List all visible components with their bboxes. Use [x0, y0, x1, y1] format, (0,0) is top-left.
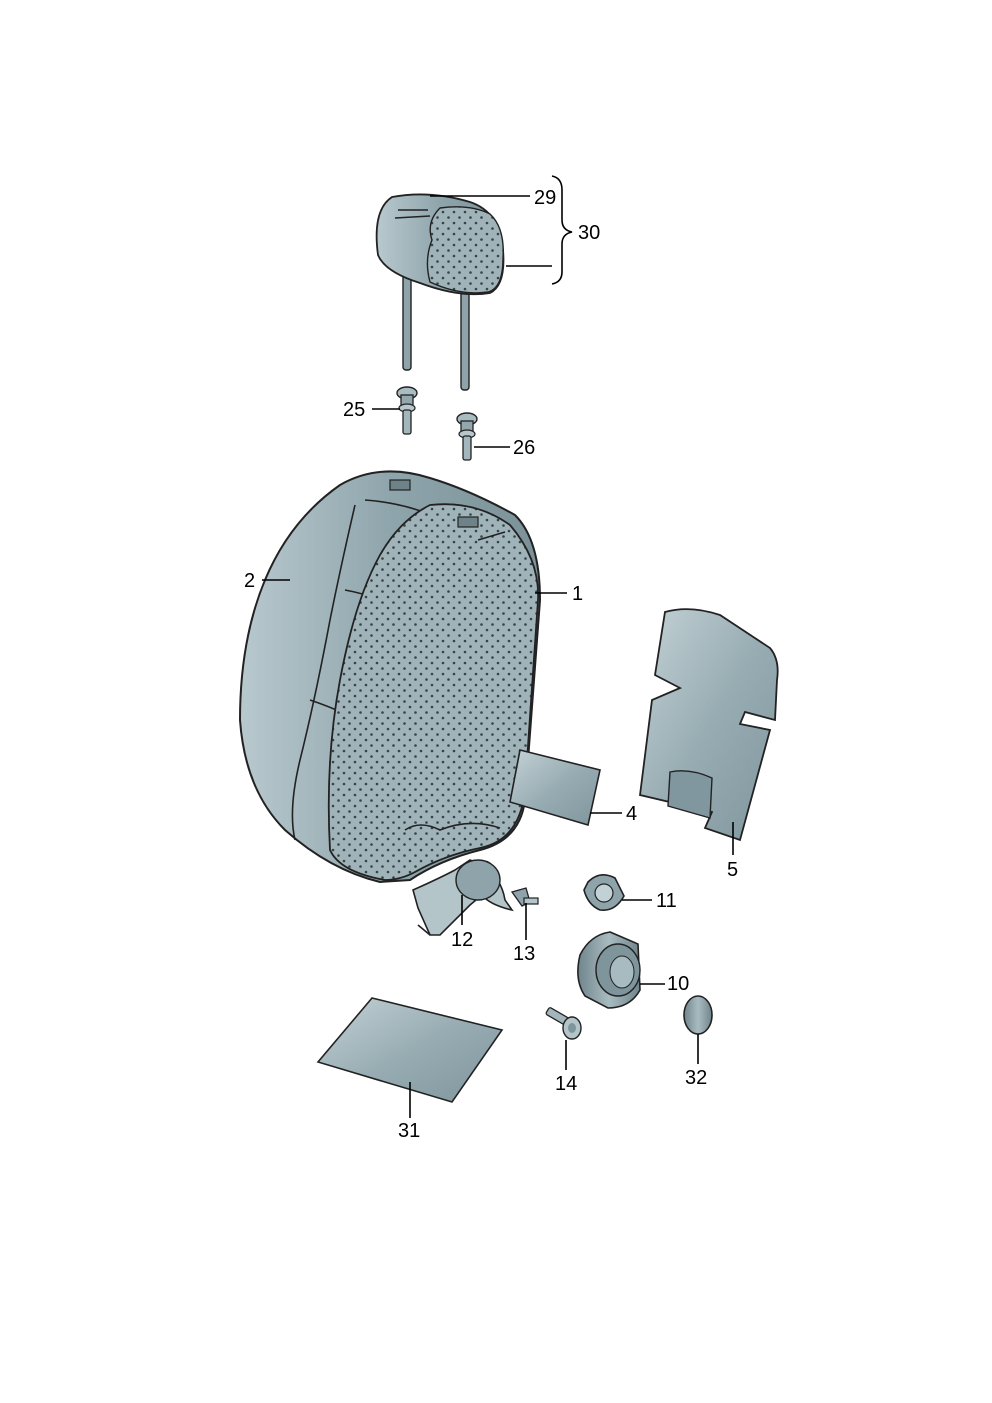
callout-1: 1	[572, 583, 583, 605]
backrest-guide-opening-left	[389, 479, 411, 491]
callout-14: 14	[555, 1073, 577, 1095]
callout-31: 31	[398, 1120, 420, 1142]
bolt-14	[545, 1007, 582, 1040]
callout-labels: 29 30 25 26 2 1 4 5 11 12 13 10 14 32 31	[244, 187, 738, 1142]
callout-2: 2	[244, 570, 255, 592]
leader-lines	[262, 175, 734, 1118]
callout-29: 29	[534, 187, 556, 209]
callout-32: 32	[685, 1067, 707, 1089]
guide-sleeve-26	[456, 412, 478, 461]
rear-panel-5	[639, 608, 779, 842]
callout-12: 12	[451, 929, 473, 951]
callout-4: 4	[626, 803, 637, 825]
sheet-31	[316, 997, 504, 1103]
guide-sleeve-25	[396, 386, 418, 435]
headrest	[375, 193, 505, 391]
headrest-cover	[426, 206, 504, 294]
callout-5: 5	[727, 859, 738, 881]
callout-11: 11	[656, 890, 677, 912]
headrest-rod-right	[460, 289, 470, 391]
backrest	[238, 470, 542, 884]
knob-10	[577, 931, 641, 1009]
clip-13	[510, 887, 539, 907]
callout-25: 25	[343, 399, 365, 421]
nut-11	[583, 874, 625, 912]
backrest-cover	[327, 503, 539, 881]
callout-10: 10	[667, 973, 689, 995]
callout-13: 13	[513, 943, 535, 965]
cap-32	[683, 995, 713, 1035]
backrest-guide-opening-right	[457, 516, 479, 528]
callout-26: 26	[513, 437, 535, 459]
callout-30: 30	[578, 222, 600, 244]
strip-part-4	[509, 749, 601, 827]
headrest-rod-left	[402, 269, 412, 371]
